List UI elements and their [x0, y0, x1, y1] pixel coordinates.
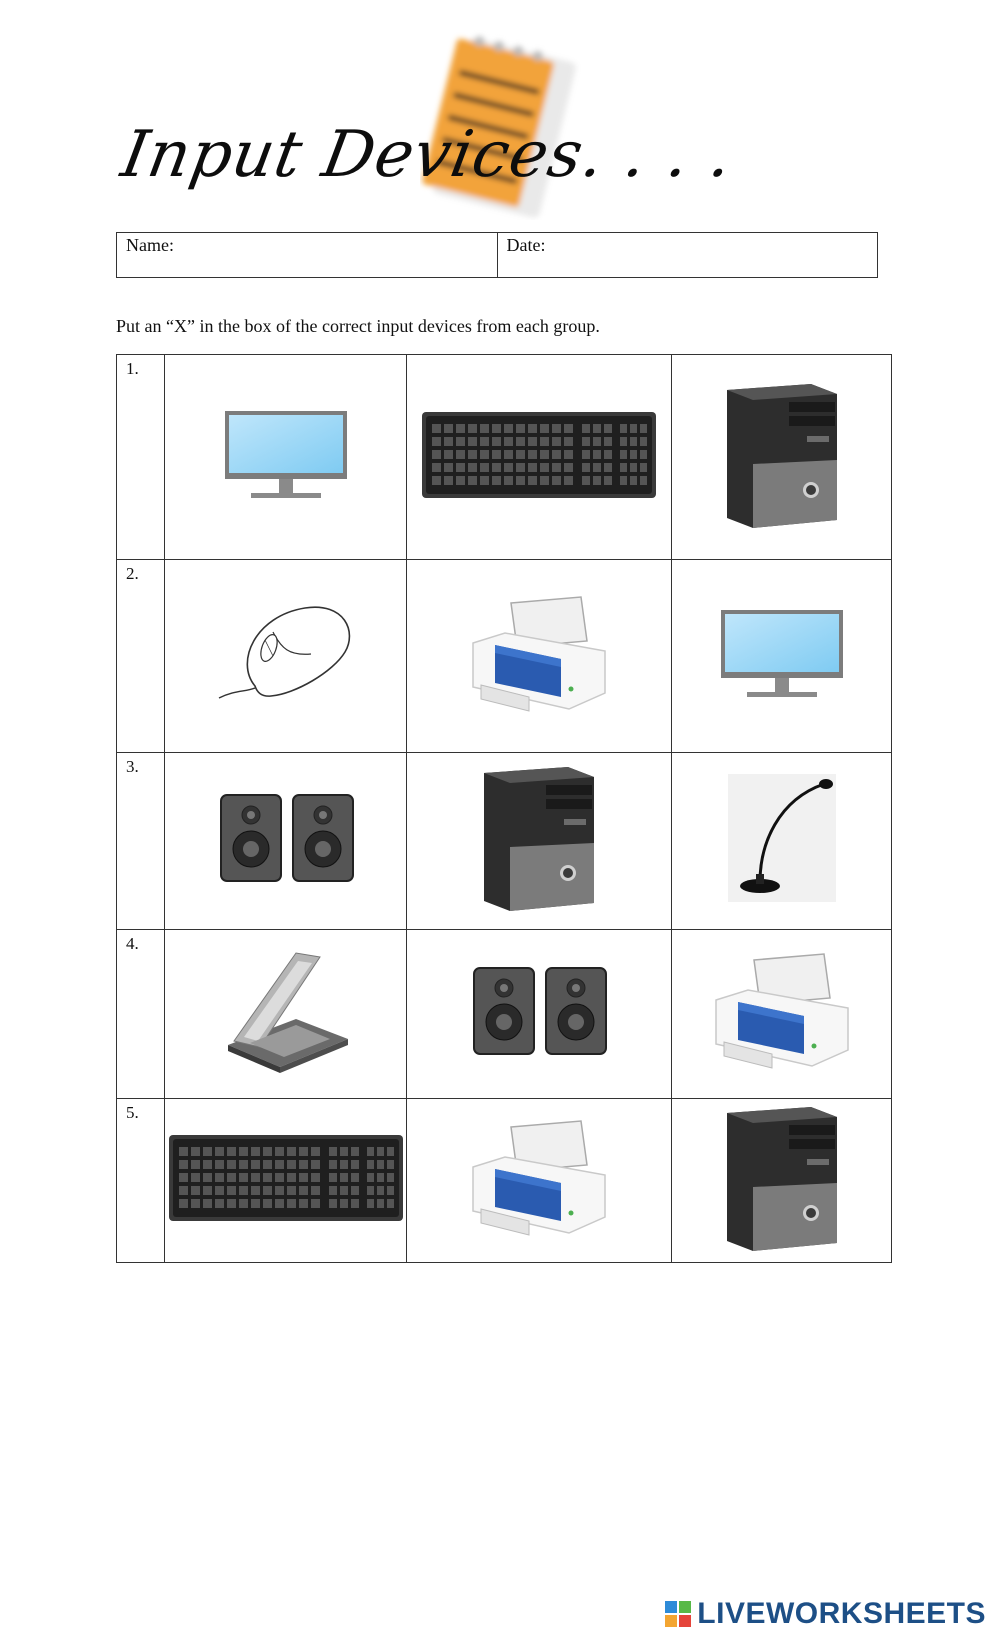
notepad-icon: [422, 36, 576, 218]
row-number: 5.: [116, 1097, 165, 1264]
date-label: Date:: [506, 235, 546, 255]
page-title: Input Devices. . . .: [116, 118, 739, 192]
table-row: 4.: [116, 928, 892, 1099]
device-cell[interactable]: [671, 928, 892, 1099]
device-cell[interactable]: [406, 559, 672, 753]
device-cell[interactable]: [406, 751, 672, 930]
device-cell[interactable]: [164, 559, 407, 753]
name-date-table: Name: Date:: [116, 232, 878, 278]
table-row: 1.: [116, 353, 892, 561]
device-grid: 1.2.3.4.5.: [116, 353, 892, 1264]
speakers-icon: [470, 964, 608, 1063]
device-cell[interactable]: [406, 928, 672, 1099]
device-cell[interactable]: [671, 353, 892, 561]
liveworksheets-logo-icon: [665, 1601, 692, 1627]
name-label: Name:: [126, 235, 174, 255]
brand-text: LIVEWORKSHEETS: [697, 1597, 986, 1630]
device-cell[interactable]: [406, 1097, 672, 1264]
printer-icon: [469, 1117, 609, 1244]
speakers-icon: [217, 791, 355, 890]
computer-tower-icon: [480, 763, 598, 918]
row-number: 4.: [116, 928, 165, 1099]
row-number: 3.: [116, 751, 165, 930]
device-cell[interactable]: [164, 928, 407, 1099]
device-cell[interactable]: [164, 353, 407, 561]
scanner-icon: [220, 949, 352, 1078]
table-row: 5.: [116, 1097, 892, 1264]
mouse-icon: [215, 602, 357, 711]
date-field[interactable]: Date:: [496, 233, 878, 277]
computer-tower-icon: [723, 380, 841, 535]
device-cell[interactable]: [164, 1097, 407, 1264]
row-number: 2.: [116, 559, 165, 753]
table-row: 3.: [116, 751, 892, 930]
printer-icon: [712, 950, 852, 1077]
printer-icon: [469, 593, 609, 720]
computer-tower-icon: [723, 1103, 841, 1258]
keyboard-icon: [420, 410, 658, 505]
device-cell[interactable]: [406, 353, 672, 561]
footer-brand: LIVEWORKSHEETS: [665, 1597, 986, 1631]
microphone-icon: [727, 774, 836, 907]
device-cell[interactable]: [671, 559, 892, 753]
monitor-icon: [719, 608, 845, 705]
device-cell[interactable]: [671, 1097, 892, 1264]
device-cell[interactable]: [671, 751, 892, 930]
device-cell[interactable]: [164, 751, 407, 930]
monitor-icon: [223, 409, 349, 506]
instruction-text: Put an “X” in the box of the correct inp…: [116, 316, 600, 336]
row-number: 1.: [116, 353, 165, 561]
keyboard-icon: [167, 1133, 405, 1228]
name-field[interactable]: Name:: [117, 233, 497, 277]
table-row: 2.: [116, 559, 892, 753]
